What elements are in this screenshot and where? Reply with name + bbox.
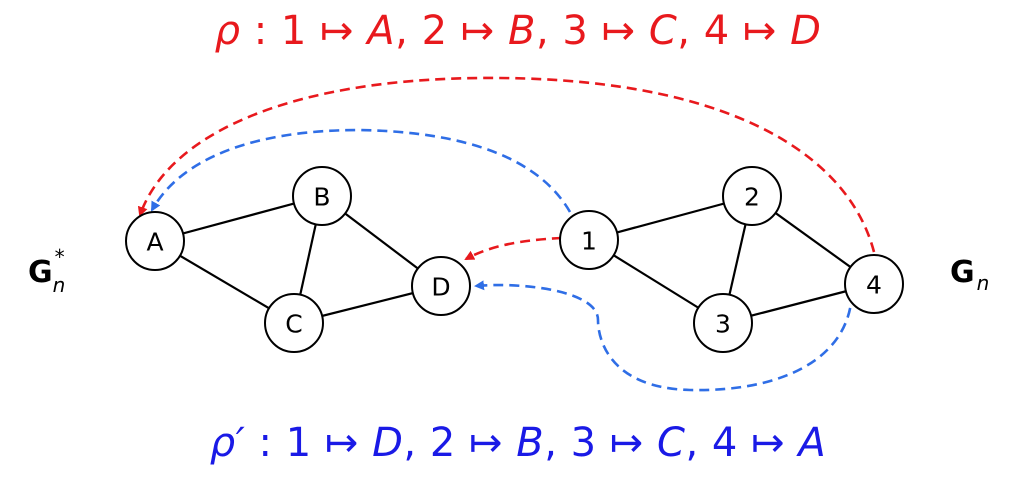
rho-prime-comma: , <box>544 420 571 466</box>
rho-prime-arrow-4-to-D <box>474 280 854 392</box>
rho-arrow-4-to-A <box>137 76 876 253</box>
svg-text:1: 1 <box>581 227 597 256</box>
rho-maps-to-symbol: ↦ <box>447 8 509 54</box>
rho-to-C: C <box>648 8 678 54</box>
rho-prime-maps-to-symbol: ↦ <box>596 420 658 466</box>
svg-text:D: D <box>431 273 450 302</box>
rho-to-D: D <box>790 8 822 54</box>
svg-text:A: A <box>146 228 163 257</box>
svg-text:3: 3 <box>715 310 731 339</box>
rho-prime-from-4: 4 <box>711 420 738 466</box>
rho-prime-from-2: 2 <box>429 420 456 466</box>
rho-comma: , <box>677 8 704 54</box>
rho-prime-comma: , <box>685 420 712 466</box>
rho-prime-from-1: 1 <box>285 420 312 466</box>
rho-from-1: 1 <box>280 8 307 54</box>
node-2: 2 <box>722 166 782 226</box>
graph-left-label: G*n <box>28 245 65 297</box>
node-A: A <box>125 211 185 271</box>
rho-prime-mapping-formula: ρ′ : 1 ↦ D, 2 ↦ B, 3 ↦ C, 4 ↦ A <box>0 420 1036 466</box>
rho-from-3: 3 <box>562 8 589 54</box>
rho-maps-to-symbol: ↦ <box>729 8 791 54</box>
node-B: B <box>292 166 352 226</box>
rho-separator: : <box>240 8 281 54</box>
rho-to-B: B <box>508 8 536 54</box>
svg-text:C: C <box>285 310 302 339</box>
rho-prime-symbol: ρ′ <box>209 420 246 466</box>
svg-text:4: 4 <box>866 271 882 300</box>
rho-prime-maps-to-symbol: ↦ <box>737 420 799 466</box>
rho-prime-from-3: 3 <box>570 420 597 466</box>
rho-prime-to-A: A <box>798 420 827 466</box>
rho-from-4: 4 <box>703 8 730 54</box>
rho-symbol: ρ <box>214 8 241 54</box>
rho-prime-arrow-1-to-A <box>150 128 572 213</box>
rho-from-2: 2 <box>421 8 448 54</box>
rho-to-A: A <box>367 8 396 54</box>
rho-prime-maps-to-symbol: ↦ <box>311 420 373 466</box>
rho-maps-to-symbol: ↦ <box>306 8 368 54</box>
node-C: C <box>264 293 324 353</box>
rho-arrow-1-to-D <box>464 236 563 261</box>
node-4: 4 <box>844 254 904 314</box>
rho-comma: , <box>395 8 422 54</box>
svg-text:2: 2 <box>744 183 760 212</box>
rho-prime-to-C: C <box>657 420 686 466</box>
rho-maps-to-symbol: ↦ <box>588 8 649 54</box>
rho-prime-maps-to-symbol: ↦ <box>455 420 517 466</box>
rho-prime-separator: : <box>245 420 286 466</box>
rho-prime-to-D: D <box>372 420 404 466</box>
rho-prime-comma: , <box>403 420 430 466</box>
node-1: 1 <box>559 210 619 270</box>
svg-text:B: B <box>313 183 330 212</box>
rho-prime-to-B: B <box>516 420 545 466</box>
node-3: 3 <box>693 293 753 353</box>
rho-mapping-formula: ρ : 1 ↦ A, 2 ↦ B, 3 ↦ C, 4 ↦ D <box>0 8 1036 54</box>
node-D: D <box>411 256 471 316</box>
rho-comma: , <box>535 8 563 54</box>
